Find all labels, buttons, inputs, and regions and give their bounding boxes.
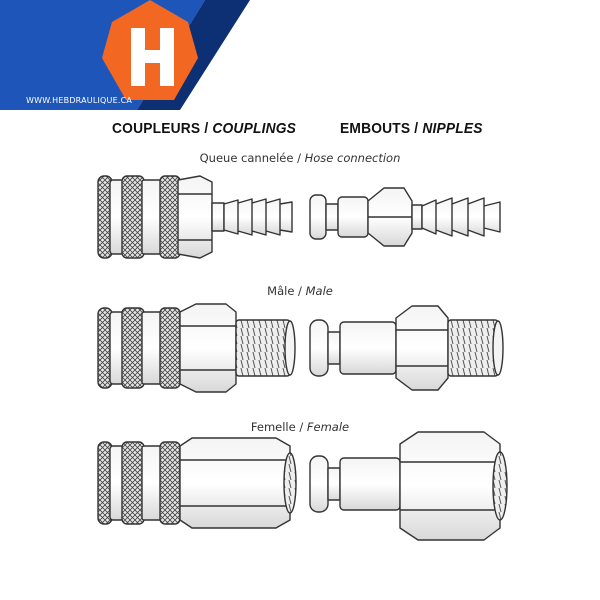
website-url: WWW.HEBDRAULIQUE.CA [26, 96, 133, 105]
heading-nipples: EMBOUTS / NIPPLES [340, 120, 483, 137]
header-banner [0, 0, 250, 110]
hose-nipple-icon [309, 187, 501, 247]
caption-hose-connection: Queue cannelée / Hose connection [199, 151, 401, 165]
hose-coupling-icon [97, 175, 293, 259]
male-nipple-icon [309, 305, 504, 391]
female-nipple-icon [309, 431, 508, 541]
female-coupling-icon [97, 437, 297, 529]
male-coupling-icon [97, 303, 296, 393]
caption-female: Femelle / Female [250, 420, 350, 434]
caption-male: Mâle / Male [267, 284, 333, 298]
logo-h-icon [131, 28, 174, 86]
heading-couplings: COUPLEURS / COUPLINGS [112, 120, 297, 137]
